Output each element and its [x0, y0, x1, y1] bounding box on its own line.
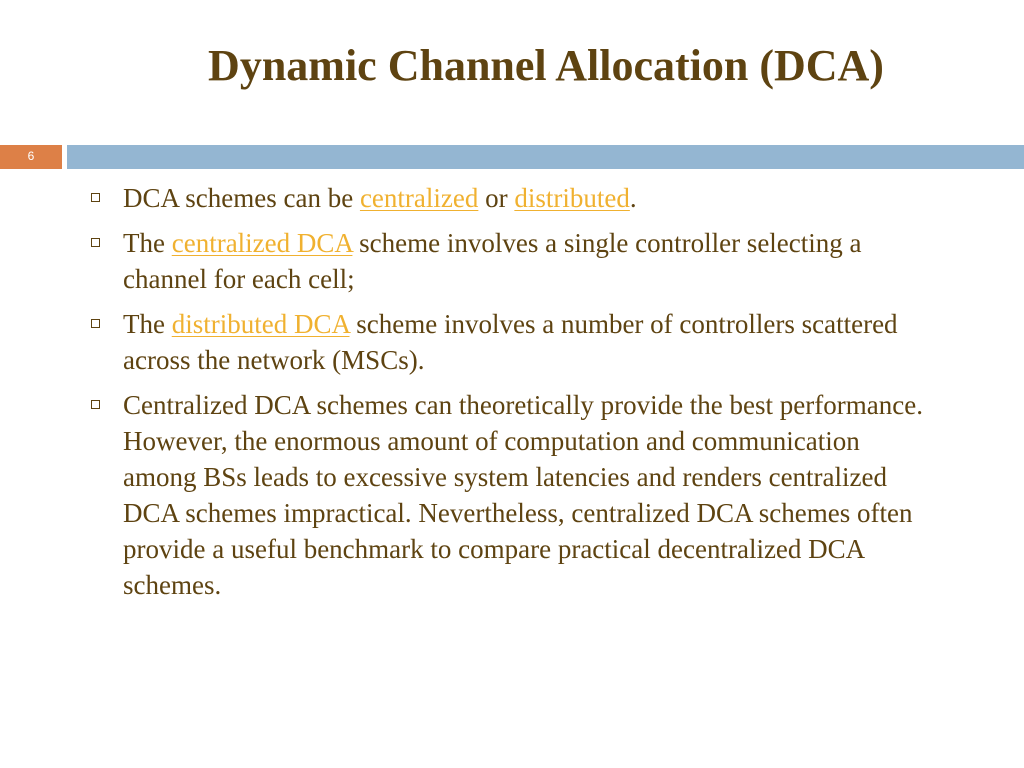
bullet-list: DCA schemes can be centralized or distri… — [0, 180, 1024, 612]
square-bullet-icon — [91, 238, 100, 247]
square-bullet-icon — [91, 193, 100, 202]
bullet-text: . — [629, 183, 637, 213]
bullet-text: scheme involves a single controller sele… — [123, 228, 862, 294]
bullet-text: The — [123, 228, 172, 258]
bullet-item: The centralized DCA scheme involves a si… — [0, 225, 923, 297]
distributed-dca-link[interactable]: distributed DCA — [171, 309, 350, 339]
centralized-link[interactable]: centralized — [359, 183, 479, 213]
slide-number-band — [0, 145, 62, 169]
bullet-text: The — [123, 309, 172, 339]
bullet-item: The distributed DCA scheme involves a nu… — [0, 306, 923, 378]
bullet-text: Centralized DCA schemes can theoreticall… — [123, 390, 923, 600]
bullet-text: or — [478, 183, 515, 213]
bullet-text: DCA schemes can be — [123, 183, 360, 213]
centralized-dca-link[interactable]: centralized DCA — [171, 228, 353, 258]
bullet-text: scheme involves a number of controllers … — [123, 309, 898, 375]
bullet-item: DCA schemes can be centralized or distri… — [0, 180, 923, 216]
bullet-item: Centralized DCA schemes can theoreticall… — [0, 387, 923, 603]
square-bullet-icon — [91, 400, 100, 409]
header-divider-band — [67, 145, 1024, 169]
square-bullet-icon — [91, 319, 100, 328]
distributed-link[interactable]: distributed — [514, 183, 630, 213]
slide-number: 6 — [27, 149, 35, 163]
slide-title: Dynamic Channel Allocation (DCA) — [208, 41, 884, 90]
